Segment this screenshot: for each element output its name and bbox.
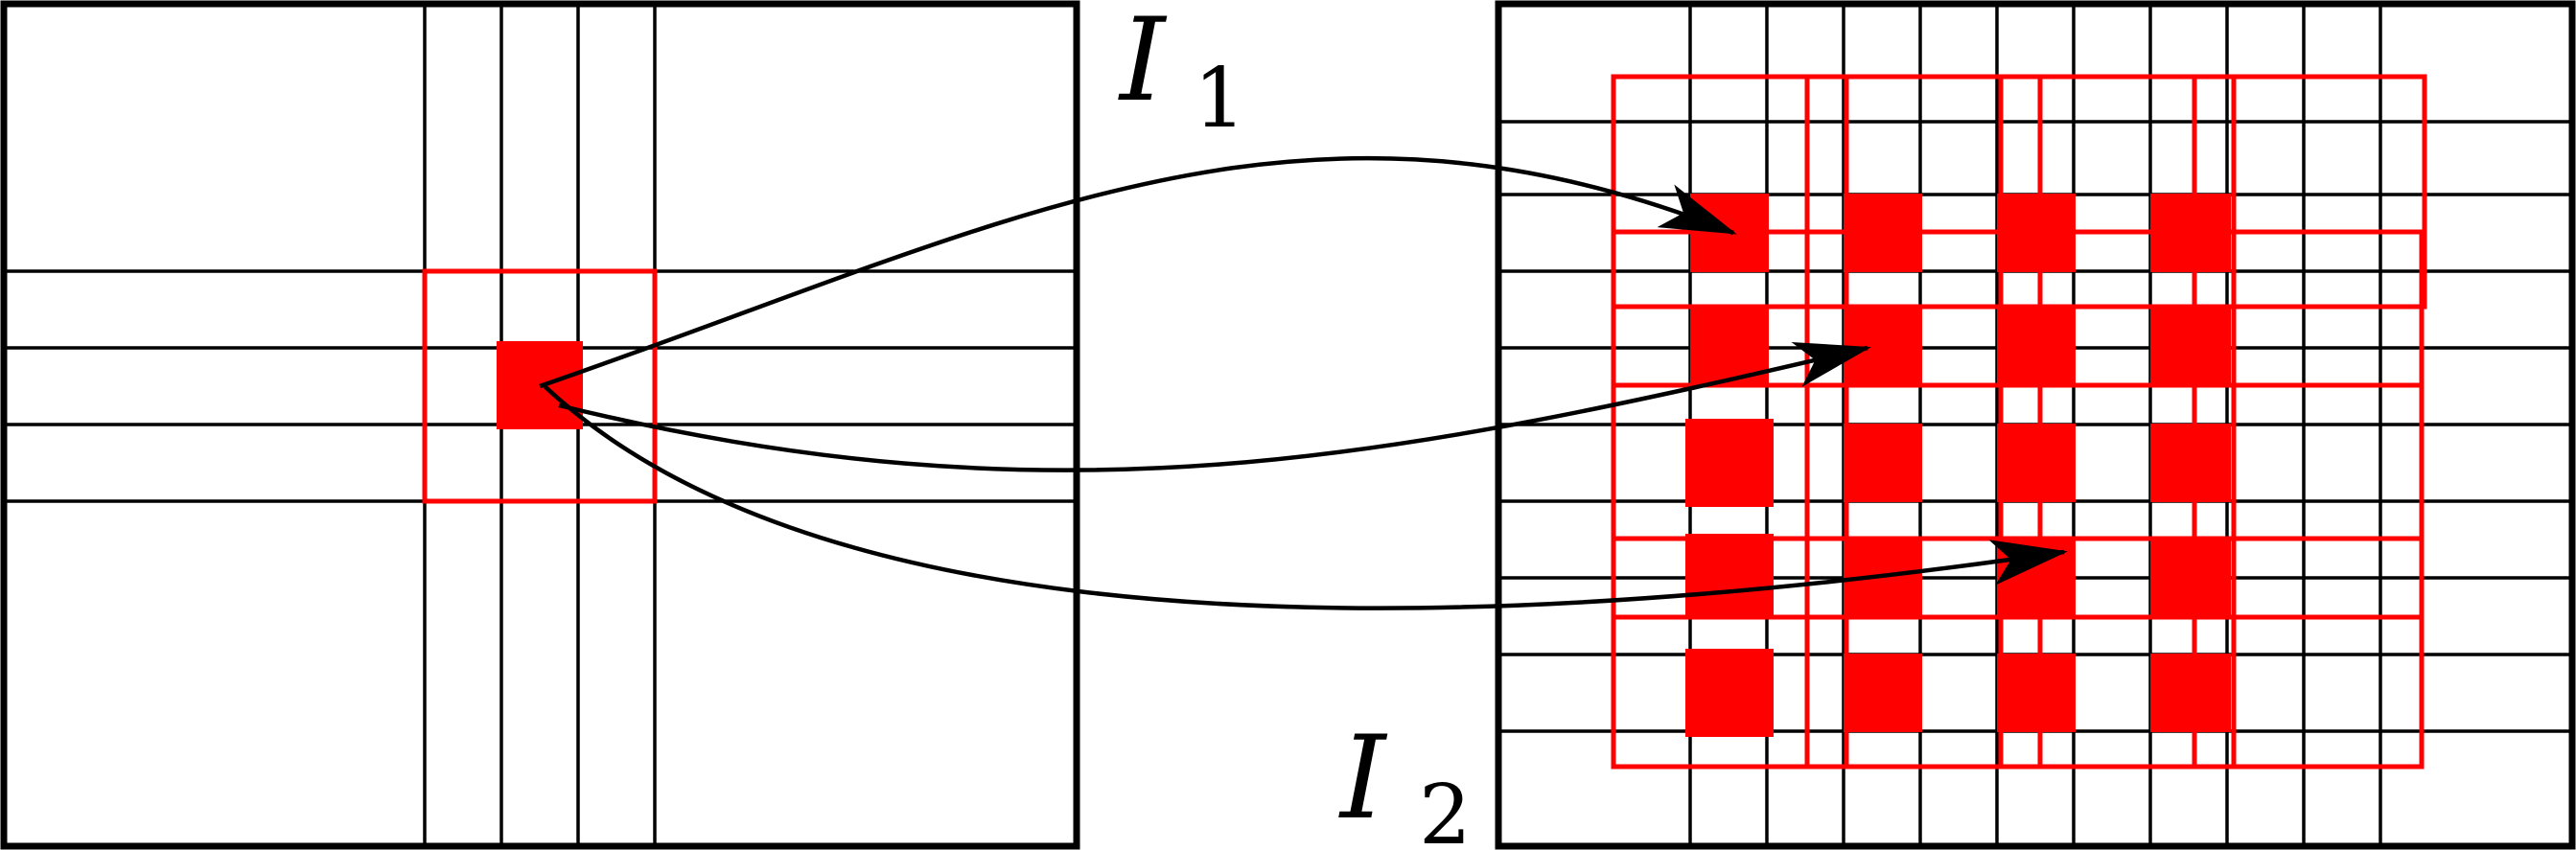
candidate-pixel	[1685, 649, 1774, 737]
svg-text:I: I	[1118, 0, 1168, 127]
candidate-pixel	[1844, 307, 1922, 387]
image-1-label: I 1	[1118, 0, 1246, 147]
candidate-pixel	[1997, 654, 2076, 732]
image-1-border	[0, 0, 1080, 850]
candidate-pixel	[2150, 539, 2231, 617]
svg-text:2: 2	[1419, 768, 1472, 850]
image-1-panel	[0, 0, 1080, 850]
candidate-pixel	[1844, 654, 1922, 732]
candidate-pixel	[1844, 424, 1922, 502]
candidate-pixel	[2150, 307, 2231, 387]
svg-text:I: I	[1338, 712, 1388, 845]
arrow-to-top-candidate	[539, 155, 1737, 389]
image-2-search-windows	[1611, 74, 2427, 770]
arrow-to-bottom-candidate	[543, 384, 2068, 610]
candidate-pixel	[2150, 424, 2231, 502]
image-1-search-window	[422, 268, 658, 504]
candidate-pixel	[2150, 654, 2231, 732]
candidate-pixel	[1685, 534, 1774, 618]
image-2-label: I 2	[1338, 712, 1472, 850]
correspondence-arrows	[539, 155, 2068, 610]
image-2-panel	[1495, 0, 2576, 850]
candidate-pixel	[1997, 307, 2076, 387]
image-2-candidate-pixels	[1685, 194, 2231, 737]
candidate-pixel	[1997, 424, 2076, 502]
candidate-pixel	[1685, 419, 1774, 507]
svg-text:1: 1	[1194, 51, 1246, 147]
image-2-border	[1495, 0, 2576, 850]
arrow-to-middle-candidate	[558, 342, 1871, 472]
